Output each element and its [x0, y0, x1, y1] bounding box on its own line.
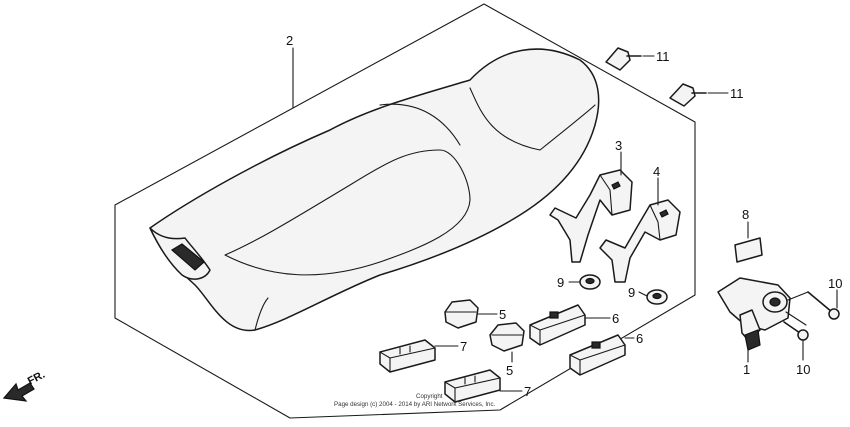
callout-7-lower: 7	[524, 384, 531, 399]
front-arrow-icon	[2, 382, 35, 402]
leader-lines	[292, 47, 838, 392]
screw-part-10-lower[interactable]	[783, 321, 809, 341]
callout-6-upper: 6	[612, 311, 619, 326]
seal-part-8[interactable]	[734, 237, 763, 263]
block-part-6-lower[interactable]	[569, 334, 626, 376]
callout-4: 4	[653, 164, 660, 179]
cushion-part-5-upper[interactable]	[444, 299, 479, 329]
cushion-part-5-lower[interactable]	[489, 322, 525, 352]
callout-11-upper: 11	[656, 49, 670, 64]
bolt-part-11-lower[interactable]	[669, 83, 707, 107]
screw-part-10-upper[interactable]	[807, 291, 840, 320]
copyright-line-1: Copyright	[416, 393, 443, 400]
callout-9-left: 9	[557, 275, 564, 290]
callout-3: 3	[615, 138, 622, 153]
block-part-6-upper[interactable]	[529, 304, 586, 346]
pad-part-7-lower[interactable]	[444, 369, 501, 403]
front-direction-indicator: FR.	[2, 369, 47, 402]
callout-2: 2	[286, 33, 293, 48]
bracket-part-3[interactable]	[549, 169, 633, 263]
callout-5-upper: 5	[499, 307, 506, 322]
callout-11-lower: 11	[730, 86, 744, 101]
grommet-part-9-left[interactable]	[579, 274, 601, 290]
callout-9-right: 9	[628, 285, 635, 300]
bolt-part-11-upper[interactable]	[605, 47, 642, 71]
seat-part-2[interactable]	[149, 48, 600, 332]
callout-7-upper: 7	[460, 339, 467, 354]
grommet-part-9-right[interactable]	[646, 289, 668, 305]
pad-part-7-upper[interactable]	[379, 339, 436, 373]
bracket-part-4[interactable]	[599, 199, 681, 283]
callout-5-lower: 5	[506, 363, 513, 378]
callout-6-lower: 6	[636, 331, 643, 346]
copyright-line-2: Page design (c) 2004 - 2014 by ARI Netwo…	[334, 401, 496, 408]
front-label: FR.	[26, 369, 47, 388]
seat-lock-part-1[interactable]	[717, 277, 809, 351]
callout-10-lower: 10	[796, 362, 810, 377]
callout-1: 1	[743, 362, 750, 377]
callout-10-upper: 10	[828, 276, 842, 291]
callout-8: 8	[742, 207, 749, 222]
